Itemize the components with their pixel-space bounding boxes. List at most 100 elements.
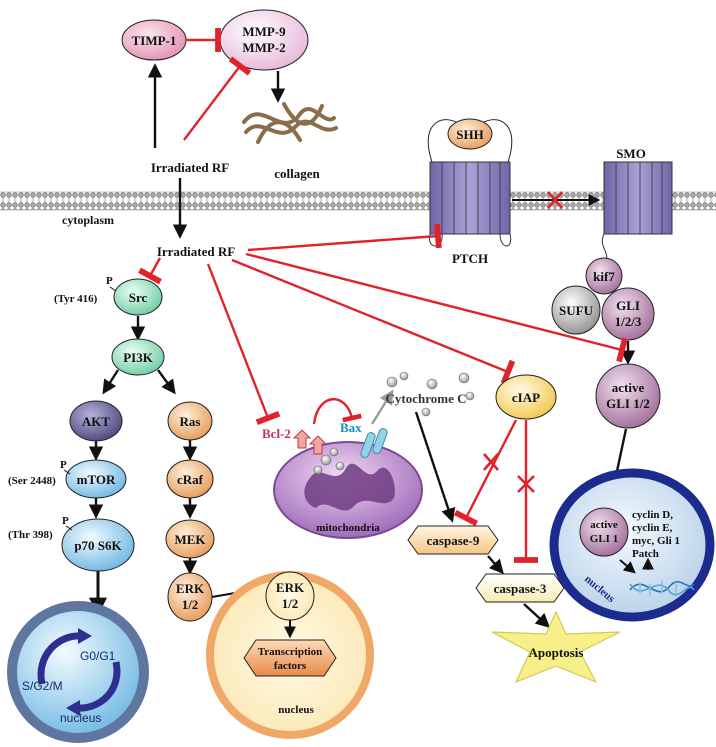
caspase9-to-caspase3-arrow bbox=[487, 555, 504, 575]
ras-label: Ras bbox=[180, 414, 201, 429]
erk-nucleus: ERK 1/2 Transcription factors nucleus bbox=[206, 571, 374, 739]
dna-helix-icon bbox=[629, 580, 695, 596]
cycle-arrowhead-2 bbox=[66, 700, 80, 716]
src-label: Src bbox=[129, 290, 148, 305]
apoptosis-node: Apoptosis bbox=[491, 610, 621, 684]
timp1-node: TIMP-1 bbox=[121, 19, 187, 61]
bax-channel-icon bbox=[360, 428, 388, 458]
collagen-icon bbox=[242, 102, 338, 144]
craf-node: cRaf bbox=[166, 459, 214, 499]
g0g1-label: G0/G1 bbox=[80, 649, 116, 663]
caspase3-to-apoptosis-arrow bbox=[523, 603, 551, 628]
mtor-phospho-p: P bbox=[60, 459, 67, 471]
p70s6k-label: p70 S6K bbox=[74, 538, 122, 553]
pi3k-to-akt-arrow bbox=[102, 369, 120, 395]
caspase3-label: caspase-3 bbox=[494, 581, 547, 596]
bax-to-cytochrome-arrow bbox=[370, 389, 394, 425]
nucleus-erk-label: nucleus bbox=[278, 704, 314, 716]
cell-cycle-nucleus: G0/G1 S/G2/M nucleus bbox=[7, 601, 149, 743]
gli-target-1: cyclin D, bbox=[632, 509, 673, 521]
akt-label: AKT bbox=[82, 414, 111, 429]
ser2448-label: (Ser 2448) bbox=[8, 475, 56, 487]
smo-label: SMO bbox=[616, 146, 646, 161]
cell-cycle-arrows-icon bbox=[37, 632, 121, 712]
cytochrome-c-particles bbox=[313, 371, 475, 475]
transcription-factors-node bbox=[243, 639, 337, 677]
craf-label: cRaf bbox=[177, 472, 204, 487]
rf-inhibits-gli bbox=[245, 252, 628, 363]
thr398-label: (Thr 398) bbox=[8, 529, 53, 541]
rf-inhibits-bcl2 bbox=[206, 263, 281, 426]
tyr416-label: (Tyr 416) bbox=[54, 293, 98, 305]
block-x-icon bbox=[483, 453, 499, 471]
src-node: Src bbox=[113, 278, 163, 316]
gli-target-4: Patch bbox=[632, 548, 659, 560]
active-gli-label-1: active bbox=[612, 380, 645, 395]
ciap-label: cIAP bbox=[512, 390, 540, 405]
bax-label: Bax bbox=[340, 420, 362, 435]
src-phospho-p: P bbox=[106, 275, 113, 287]
smo-receptor bbox=[601, 161, 673, 279]
cytoplasm-label: cytoplasm bbox=[62, 213, 114, 227]
sufu-node: SUFU bbox=[551, 285, 601, 335]
caspase9-label: caspase-9 bbox=[427, 533, 480, 548]
apoptosis-label: Apoptosis bbox=[529, 645, 584, 660]
pi3k-to-ras-arrow bbox=[157, 369, 176, 395]
mmp2-label: MMP-2 bbox=[242, 40, 285, 55]
shh-node: SHH bbox=[447, 118, 493, 150]
gli-nucleus: active GLI 1 cyclin D, cyclin E, myc, Gl… bbox=[549, 468, 715, 622]
tf-label-2: factors bbox=[274, 660, 307, 672]
mitochondria-cristae bbox=[304, 463, 395, 511]
cytochrome-to-caspase9-arrow bbox=[414, 411, 456, 523]
kif7-node: kif7 bbox=[585, 257, 623, 295]
nuc-active-gli-label-2: GLI 1 bbox=[590, 533, 618, 545]
bcl2-label: Bcl-2 bbox=[262, 426, 291, 441]
mek-node: MEK bbox=[165, 519, 215, 559]
bcl2-inhibits-bax bbox=[312, 398, 362, 425]
gli-label-2: 1/2/3 bbox=[615, 314, 642, 329]
erk-nuc-label-2: 1/2 bbox=[282, 596, 299, 611]
rf-inhibits-ciap bbox=[231, 258, 516, 385]
active-gli-label-2: GLI 1/2 bbox=[606, 396, 650, 411]
kif7-label: kif7 bbox=[593, 269, 615, 284]
cytochrome-c-label: Cytochrome C bbox=[386, 391, 467, 406]
block-x-icon bbox=[517, 475, 535, 493]
mmp-node: MMP-9 MMP-2 bbox=[219, 9, 309, 71]
collagen-label: collagen bbox=[274, 166, 320, 181]
pi3k-node: PI3K bbox=[111, 338, 165, 376]
mitochondria-label: mitochondria bbox=[316, 522, 380, 534]
caspase9-node: caspase-9 bbox=[407, 525, 499, 555]
mtor-phospho-line bbox=[63, 469, 71, 475]
s6k-phospho-p: P bbox=[62, 515, 69, 527]
erk-node: ERK 1/2 bbox=[167, 572, 213, 622]
caspase3-node: caspase-3 bbox=[475, 573, 565, 603]
irradiated-rf-top-label: Irradiated RF bbox=[151, 160, 229, 175]
irradiated-rf-mid-label: Irradiated RF bbox=[157, 244, 235, 259]
mek-label: MEK bbox=[174, 532, 206, 547]
s6k-phospho-line bbox=[65, 525, 73, 531]
sg2m-label: S/G2/M bbox=[22, 679, 63, 693]
gli-target-2: cyclin E, bbox=[632, 522, 673, 534]
phospho-p-icon bbox=[109, 286, 117, 292]
pi3k-label: PI3K bbox=[123, 350, 154, 365]
gli-node: GLI 1/2/3 bbox=[601, 287, 655, 341]
nuc-active-gli-label-1: active bbox=[590, 519, 618, 531]
tf-label-1: Transcription bbox=[258, 646, 323, 658]
mmp9-label: MMP-9 bbox=[242, 24, 286, 39]
bcl2-icon bbox=[292, 429, 328, 455]
cycle-arrowhead-1 bbox=[78, 628, 92, 644]
erk-label-2: 1/2 bbox=[182, 597, 199, 612]
gli-label-1: GLI bbox=[616, 298, 640, 313]
gli-target-3: myc, Gli 1 bbox=[632, 535, 680, 547]
sufu-label: SUFU bbox=[559, 303, 594, 318]
ras-node: Ras bbox=[167, 401, 213, 441]
p70s6k-node: p70 S6K bbox=[61, 518, 135, 572]
ptch-label: PTCH bbox=[452, 251, 488, 266]
shh-label: SHH bbox=[456, 127, 483, 142]
mtor-label: mTOR bbox=[77, 472, 116, 487]
rf-inhibits-mmp bbox=[183, 56, 252, 141]
akt-node: AKT bbox=[69, 400, 123, 442]
mitochondria: mitochondria bbox=[273, 441, 423, 539]
timp1-label: TIMP-1 bbox=[132, 33, 177, 48]
